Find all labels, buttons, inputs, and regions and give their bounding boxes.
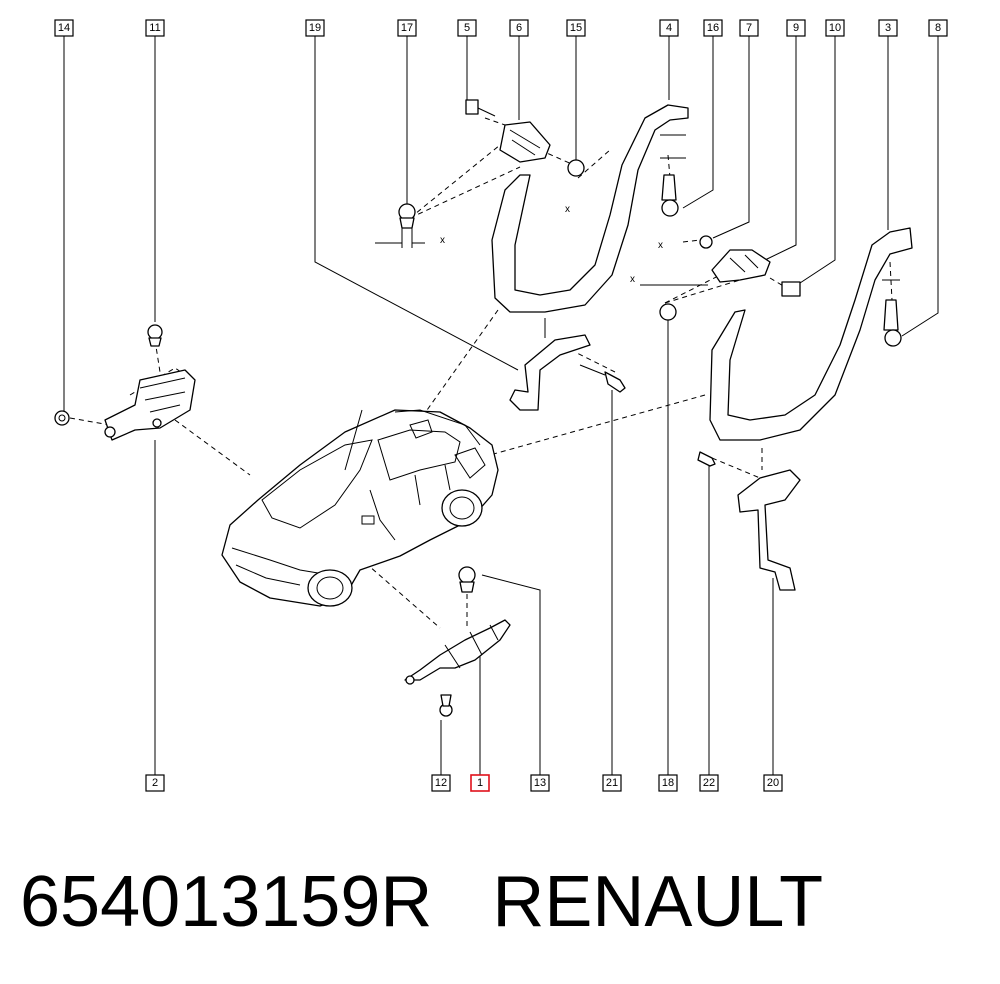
callout-18: 18	[658, 774, 678, 792]
part-number: 654013159R	[20, 862, 433, 942]
svg-text:2: 2	[152, 777, 158, 789]
callout-10: 10	[825, 19, 845, 37]
dimension-mark: x	[630, 274, 635, 285]
callout-19: 19	[305, 19, 325, 37]
leader-lines	[63, 36, 939, 775]
part-hinge-left	[54, 324, 196, 441]
assembly-dashed-lines	[69, 117, 893, 629]
callout-21: 21	[602, 774, 622, 792]
svg-text:17: 17	[401, 22, 413, 34]
svg-text:20: 20	[767, 777, 779, 789]
svg-text:6: 6	[516, 22, 522, 34]
callout-3: 3	[878, 19, 898, 37]
dimension-mark: x	[658, 240, 663, 251]
svg-text:3: 3	[885, 22, 891, 34]
svg-text:12: 12	[435, 777, 447, 789]
callout-2: 2	[145, 774, 165, 792]
callout-5: 5	[457, 19, 477, 37]
callout-6: 6	[509, 19, 529, 37]
svg-text:15: 15	[570, 22, 582, 34]
svg-text:18: 18	[662, 777, 674, 789]
svg-text:1: 1	[477, 777, 483, 789]
callout-14: 14	[54, 19, 74, 37]
part-hinge-arm-right: x x	[630, 134, 913, 441]
part-hinge-arm-center: x x	[375, 99, 689, 313]
svg-text:5: 5	[464, 22, 470, 34]
parts-diagram: x x x x 14 11 19 17 5 6 15	[54, 19, 948, 792]
callout-11: 11	[145, 19, 165, 37]
callout-13: 13	[530, 774, 550, 792]
callout-7: 7	[739, 19, 759, 37]
callout-15: 15	[566, 19, 586, 37]
svg-text:16: 16	[707, 22, 719, 34]
car-illustration	[221, 409, 499, 607]
svg-text:8: 8	[935, 22, 941, 34]
callout-22: 22	[699, 774, 719, 792]
callout-20: 20	[763, 774, 783, 792]
svg-text:4: 4	[666, 22, 672, 34]
svg-text:21: 21	[606, 777, 618, 789]
svg-text:13: 13	[534, 777, 546, 789]
svg-text:11: 11	[149, 22, 160, 34]
callout-12: 12	[431, 774, 451, 792]
svg-text:9: 9	[793, 22, 799, 34]
svg-text:19: 19	[309, 22, 321, 34]
callout-8: 8	[928, 19, 948, 37]
brand-name: RENAULT	[492, 862, 824, 942]
dimension-mark: x	[440, 235, 445, 246]
callout-1[interactable]: 1	[470, 774, 490, 792]
svg-text:14: 14	[58, 22, 70, 34]
callout-17: 17	[397, 19, 417, 37]
callout-16: 16	[703, 19, 723, 37]
part-rods-brackets	[509, 318, 801, 591]
callout-labels: 14 11 19 17 5 6 15 4 16 7 9 10 3 8 2 12 …	[54, 19, 948, 792]
part-hinge-front	[404, 566, 511, 717]
svg-text:22: 22	[703, 777, 715, 789]
dimension-mark: x	[565, 204, 570, 215]
svg-text:7: 7	[746, 22, 752, 34]
svg-text:10: 10	[829, 22, 841, 34]
callout-9: 9	[786, 19, 806, 37]
callout-4: 4	[659, 19, 679, 37]
part-caption: 654013159R RENAULT	[20, 862, 980, 952]
